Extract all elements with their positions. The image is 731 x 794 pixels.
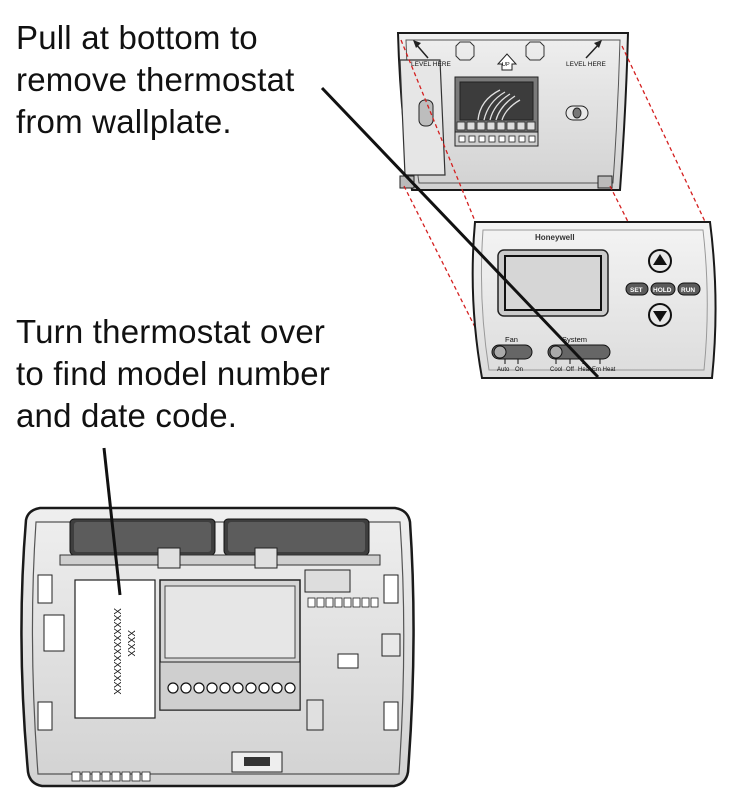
- fan-option-on: On: [515, 367, 523, 373]
- temp-down-button[interactable]: [648, 303, 672, 327]
- turn-over-leader-line: [102, 447, 122, 596]
- triangle-down-icon: [653, 311, 667, 322]
- date-code: XXXX: [125, 630, 136, 657]
- set-label: SET: [630, 287, 643, 294]
- fan-label: Fan: [505, 335, 518, 344]
- hold-label: HOLD: [653, 287, 672, 294]
- hold-button[interactable]: HOLD: [650, 282, 676, 296]
- model-number: XXXXXXXXXXXXX: [111, 608, 122, 695]
- triangle-up-icon: [653, 254, 667, 265]
- system-switch[interactable]: [547, 344, 611, 360]
- turn-over-instruction-line-2: to find model number: [16, 355, 331, 392]
- turn-over-instruction-line-1: Turn thermostat over: [16, 313, 326, 350]
- pull-leader-line: [320, 86, 600, 379]
- system-option-heat: Heat: [578, 367, 591, 373]
- run-button[interactable]: RUN: [677, 282, 701, 296]
- system-label: System: [562, 335, 587, 344]
- set-button[interactable]: SET: [625, 282, 649, 296]
- level-here-left: LEVEL HERE: [411, 61, 452, 68]
- up-label: UP: [502, 62, 510, 68]
- system-option-off: Off: [566, 367, 574, 373]
- model-label-sticker: [74, 579, 156, 719]
- level-arrow-right-icon: [585, 40, 602, 59]
- temp-up-button[interactable]: [648, 249, 672, 273]
- pull-instruction: Pull at bottom to remove thermostat from…: [16, 17, 295, 143]
- system-option-em-heat: Em Heat: [592, 367, 616, 373]
- pull-instruction-line-2: remove thermostat: [16, 61, 295, 98]
- turn-over-instruction-line-3: and date code.: [16, 397, 238, 434]
- wallplate: LEVEL HERE LEVEL HERE UP: [396, 32, 630, 191]
- pull-instruction-line-3: from wallplate.: [16, 103, 232, 140]
- fan-switch[interactable]: [491, 344, 533, 360]
- level-arrow-left-icon: [413, 40, 429, 59]
- run-label: RUN: [681, 287, 695, 294]
- turn-over-instruction: Turn thermostat over to find model numbe…: [16, 311, 330, 437]
- brand-logo: Honeywell: [535, 233, 575, 242]
- system-option-cool: Cool: [550, 367, 562, 373]
- pull-instruction-line-1: Pull at bottom to: [16, 19, 258, 56]
- level-here-right: LEVEL HERE: [566, 61, 607, 68]
- thermostat-back: XXXXXXXXXXXXX XXXX: [20, 506, 415, 788]
- fan-option-auto: Auto: [497, 367, 510, 373]
- thermostat-front: Honeywell SET HOLD RUN Fan: [471, 221, 717, 379]
- up-arrow-icon: UP: [496, 53, 518, 71]
